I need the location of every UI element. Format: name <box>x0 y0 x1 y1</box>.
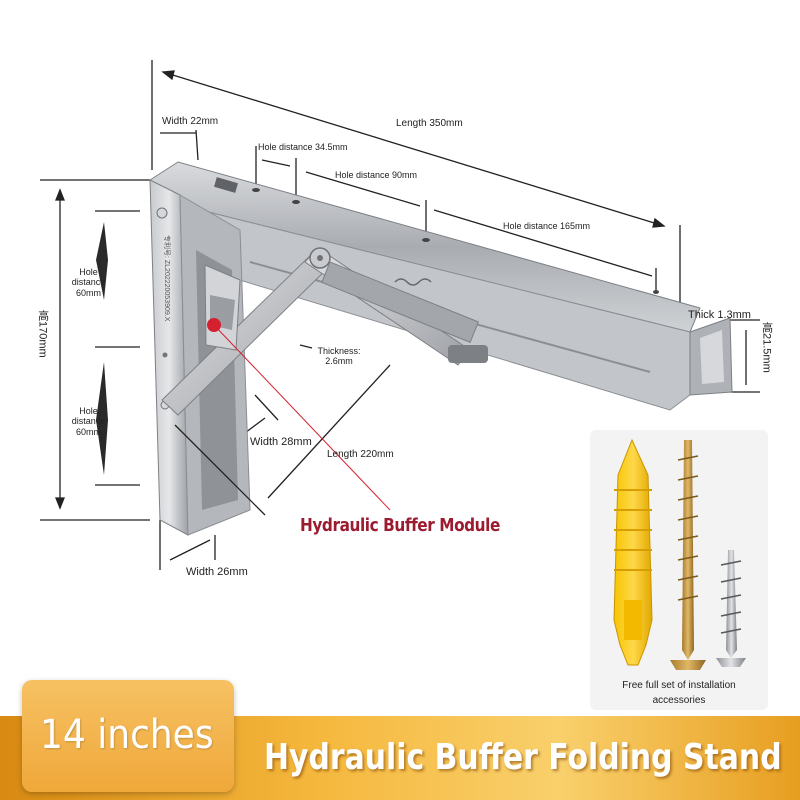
rail-hole-markers <box>96 222 108 475</box>
length-arm-label: Length 220mm <box>327 449 394 460</box>
width-top-label: Width 22mm <box>162 116 219 127</box>
folding-bracket-illustration: 专利号: ZL202220053909.X <box>149 161 733 536</box>
hole-distance-3-label: Hole distance 165mm <box>503 221 591 231</box>
length-total-label: Length 350mm <box>396 118 463 129</box>
hole-distance-lower-label: Hole distance 60mm <box>71 406 106 437</box>
hole-distance-upper-label: Hole distance 60mm <box>71 267 106 298</box>
width-arm-label: Width 28mm <box>250 436 312 448</box>
width-bottom-label: Width 26mm <box>186 566 248 578</box>
accessories-caption: Free full set of installation accessorie… <box>622 680 736 706</box>
screw-icon-small <box>716 550 746 667</box>
size-tab <box>22 680 234 792</box>
size-label: 14 inches <box>40 712 214 758</box>
hydraulic-module-label: Hydraulic Buffer Module <box>300 515 500 536</box>
screw-icon <box>670 440 706 670</box>
svg-text:专利号: ZL202220053909.X: 专利号: ZL202220053909.X <box>163 235 172 322</box>
thick-label: Thick 1.3mm <box>688 309 751 321</box>
plastic-wall-anchor-icon <box>613 438 653 666</box>
height-right-label: 高21.5mm <box>760 322 773 373</box>
height-left-label: 高170mm <box>36 310 49 358</box>
hole-distance-1-label: Hole distance 34.5mm <box>258 142 348 152</box>
hole-distance-2-label: Hole distance 90mm <box>335 170 418 180</box>
thickness-label: Thickness: 2.6mm <box>317 346 361 367</box>
product-title: Hydraulic Buffer Folding Stand <box>264 737 782 778</box>
